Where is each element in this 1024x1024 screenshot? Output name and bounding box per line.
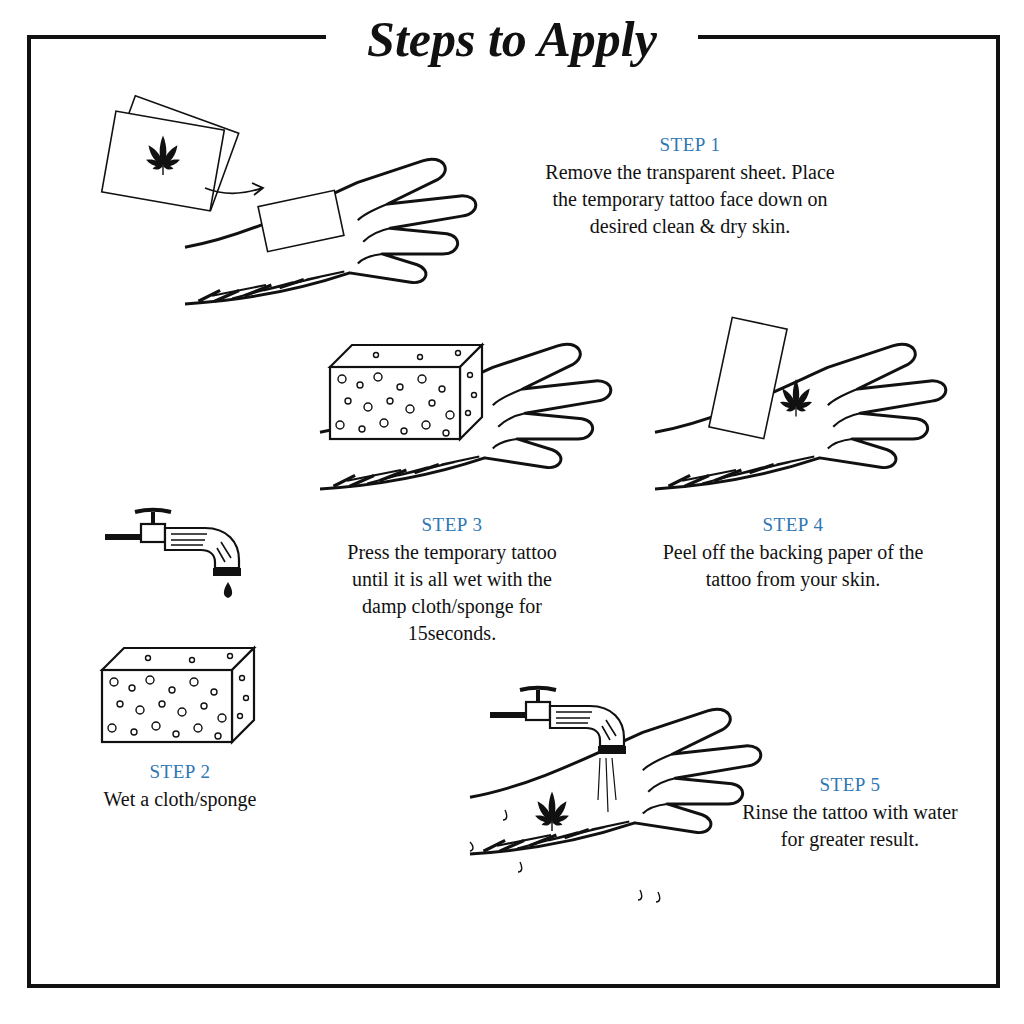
leaf-tattoo (779, 379, 813, 416)
diagram-title: Steps to Apply (326, 8, 698, 70)
step4-illustration (655, 317, 946, 488)
step-instruction: Remove the transparent sheet. Place the … (538, 159, 843, 240)
step-instruction: Press the temporary tattoo until it is a… (332, 539, 572, 647)
faucet (490, 688, 626, 754)
sponge (102, 648, 254, 742)
leaf-tattoo (145, 135, 181, 175)
step-heading: STEP 1 (580, 132, 800, 158)
step3-illustration (320, 344, 611, 489)
faucet (105, 510, 241, 576)
step-instruction: Rinse the tattoo with water for greater … (734, 799, 966, 853)
leaf-tattoo (534, 791, 570, 831)
step-instruction: Wet a cloth/sponge (65, 786, 295, 813)
step-instruction: Peel off the backing paper of the tattoo… (659, 539, 927, 593)
tattoo-sheet (102, 111, 225, 211)
step5-illustration (470, 688, 761, 902)
step-heading: STEP 4 (693, 512, 893, 538)
move-arrow (205, 183, 263, 195)
water-drop (224, 582, 232, 598)
sponge (330, 345, 482, 439)
hand (655, 344, 946, 489)
hand (320, 344, 611, 489)
step-heading: STEP 3 (352, 512, 552, 538)
step-heading: STEP 2 (80, 759, 280, 785)
step2-illustration (102, 510, 254, 742)
backing-paper (709, 317, 787, 438)
water-stream (598, 758, 616, 812)
step1-illustration (102, 96, 476, 304)
water-splash (470, 810, 660, 902)
step-heading: STEP 5 (750, 772, 950, 798)
hand (185, 159, 476, 304)
placed-tattoo (258, 190, 344, 251)
